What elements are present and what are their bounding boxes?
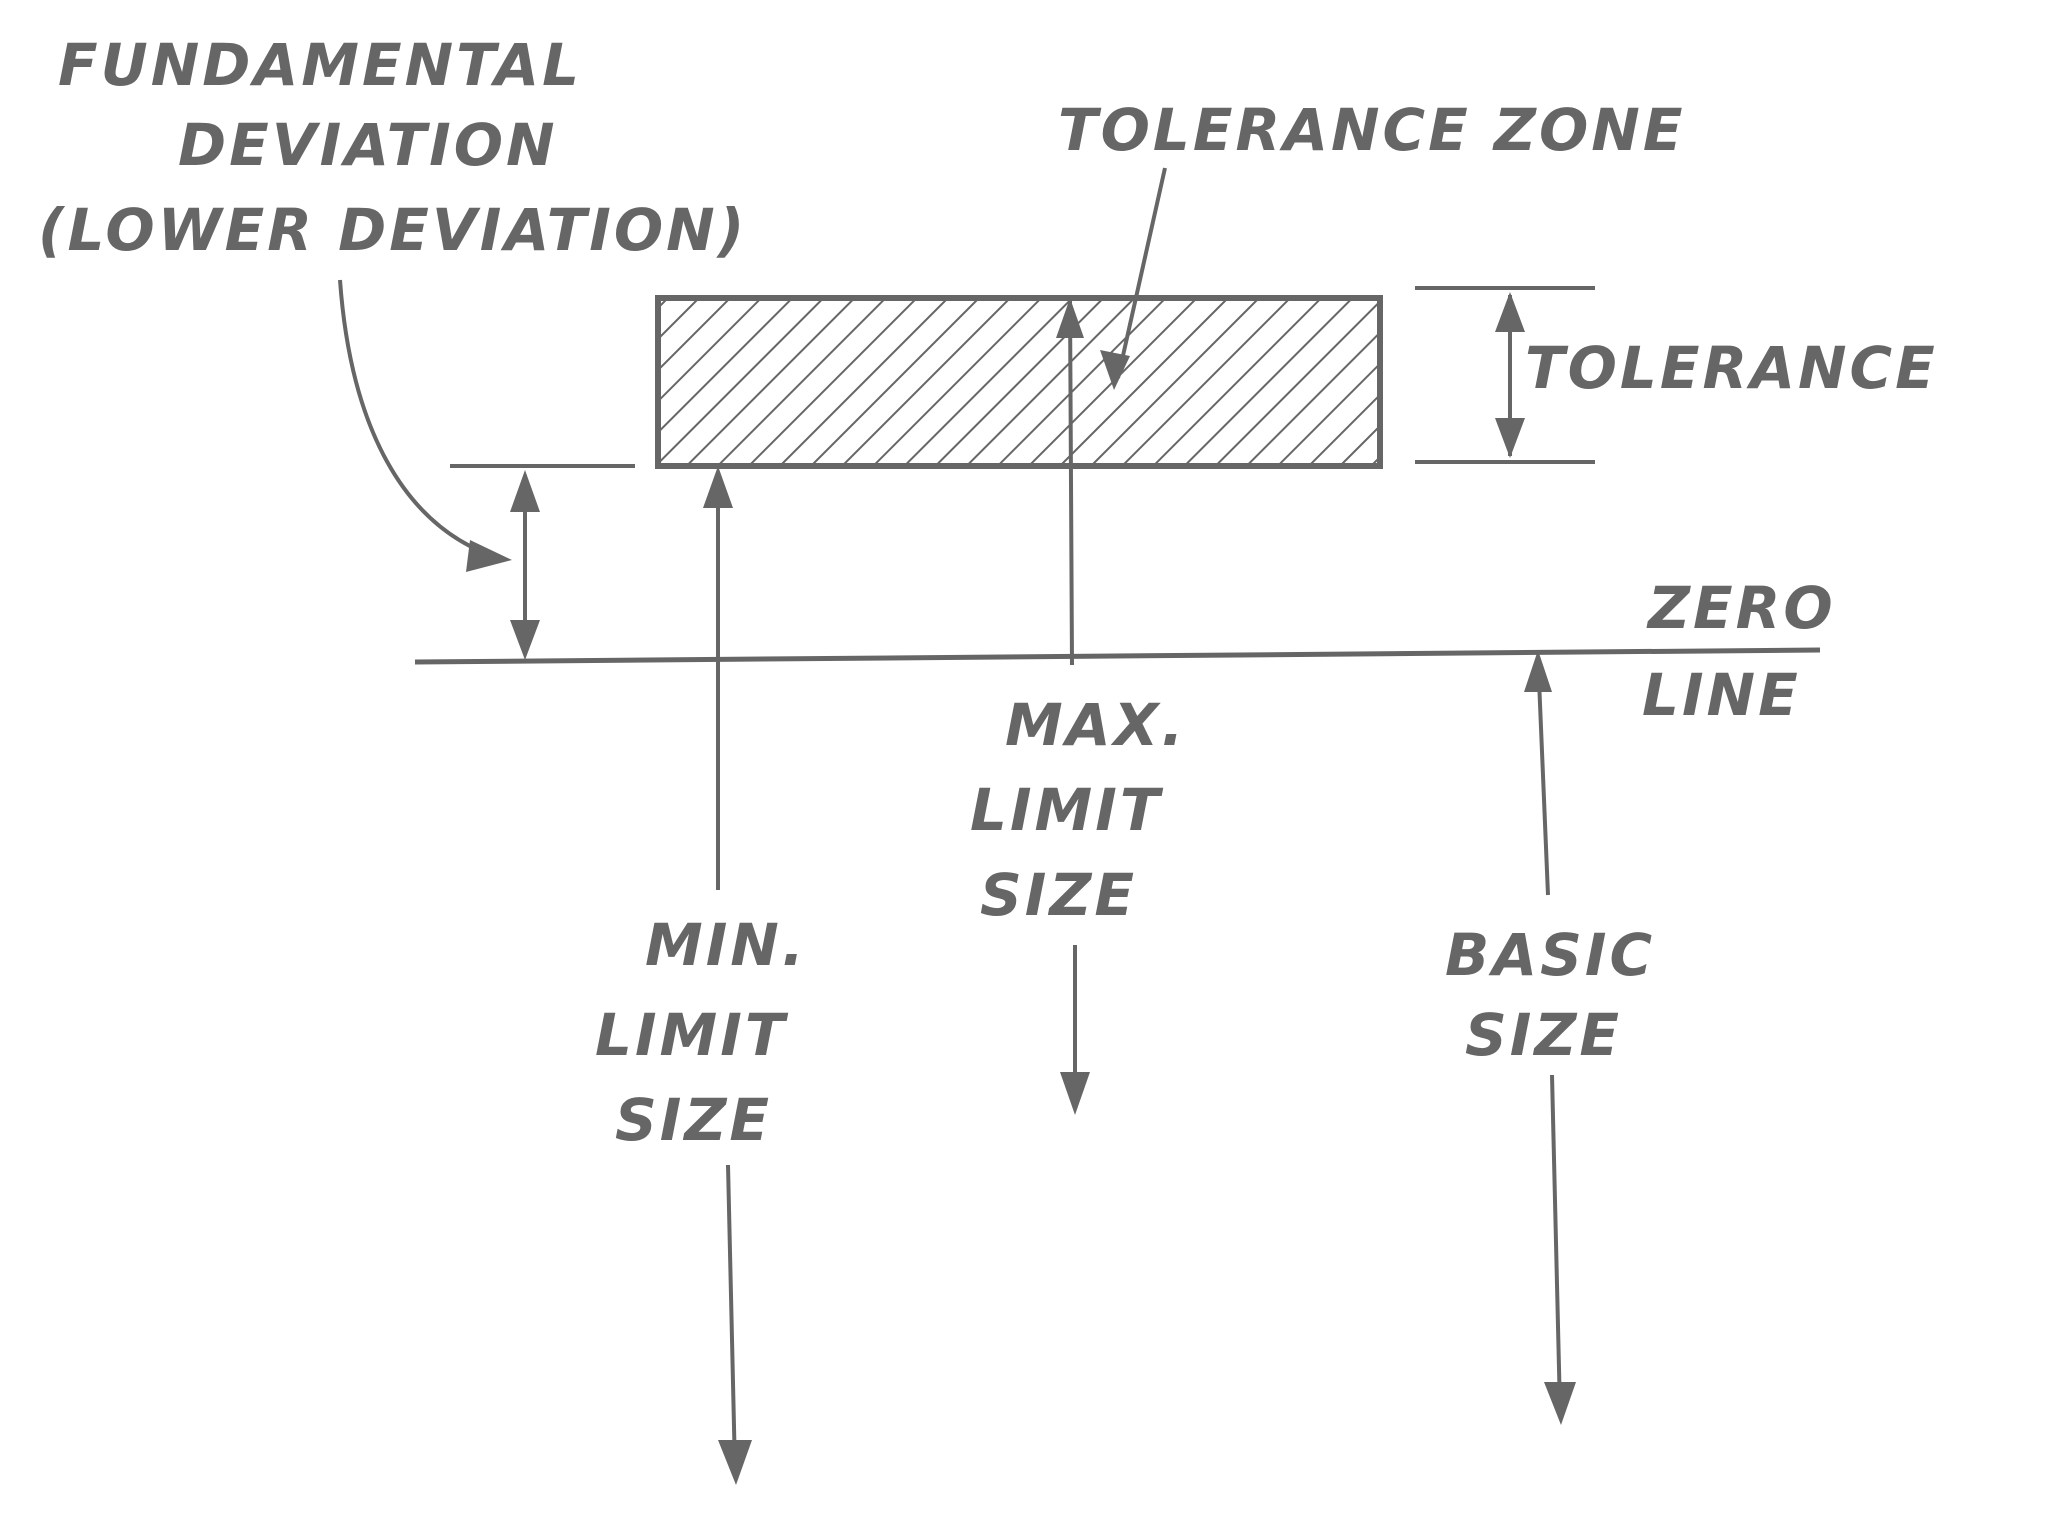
fd-label-line-2: DEVIATION bbox=[178, 111, 558, 179]
tolerance-zone-leader bbox=[1100, 167, 1167, 390]
basic-size-line-lower bbox=[1550, 1074, 1562, 1411]
basic-size-dimension bbox=[1524, 650, 1576, 1425]
basic-size-arrowhead-up bbox=[1524, 650, 1552, 692]
max-limit-size-label: MAX. LIMIT SIZE bbox=[970, 691, 1186, 929]
max-limit-label-1: MAX. bbox=[1005, 691, 1186, 759]
min-limit-label-3: SIZE bbox=[615, 1086, 772, 1154]
basic-size-arrowhead-down bbox=[1544, 1382, 1576, 1425]
fundamental-deviation-dimension bbox=[338, 279, 635, 660]
zero-line-label: ZERO LINE bbox=[1642, 574, 1836, 729]
max-limit-line-upper bbox=[1068, 299, 1074, 666]
max-limit-label-3: SIZE bbox=[980, 861, 1137, 929]
min-limit-line-lower bbox=[726, 1164, 737, 1471]
basic-size-label-1: BASIC bbox=[1445, 921, 1655, 989]
max-limit-arrowhead-down bbox=[1060, 1072, 1090, 1115]
basic-size-line-upper bbox=[1536, 655, 1550, 896]
fd-leader bbox=[338, 279, 506, 562]
max-limit-arrowhead-up bbox=[1056, 298, 1084, 338]
max-limit-label-2: LIMIT bbox=[970, 776, 1164, 844]
zero-line-label-1: ZERO bbox=[1646, 574, 1836, 642]
fd-label-line-3: (LOWER DEVIATION) bbox=[38, 196, 747, 264]
tz-leader-line bbox=[1116, 167, 1167, 379]
tolerance-zone-rect bbox=[655, 295, 1383, 469]
basic-size-label-2: SIZE bbox=[1465, 1001, 1622, 1069]
fd-arrowhead-up bbox=[510, 470, 540, 512]
min-limit-arrowhead-up bbox=[703, 466, 733, 508]
tolerance-zone-label: TOLERANCE ZONE bbox=[1058, 96, 1685, 164]
tol-arrowhead-down bbox=[1495, 418, 1525, 458]
min-limit-label-1: MIN. bbox=[645, 911, 807, 979]
fd-label-line-1: FUNDAMENTAL bbox=[58, 31, 582, 99]
max-limit-size-dimension bbox=[1056, 298, 1090, 1115]
min-limit-size-label: MIN. LIMIT SIZE bbox=[595, 911, 807, 1154]
min-limit-label-2: LIMIT bbox=[595, 1001, 789, 1069]
tolerance-zone bbox=[655, 295, 1383, 469]
tol-arrowhead-up bbox=[1495, 292, 1525, 332]
fd-leader-arrowhead bbox=[466, 540, 512, 572]
tz-leader-arrowhead bbox=[1100, 350, 1130, 390]
fundamental-deviation-label: FUNDAMENTAL DEVIATION (LOWER DEVIATION) bbox=[38, 31, 747, 264]
zero-line-label-2: LINE bbox=[1642, 661, 1801, 729]
min-limit-size-dimension bbox=[703, 466, 752, 1485]
tolerance-dimension bbox=[1415, 286, 1595, 464]
zero-line bbox=[414, 647, 1821, 665]
basic-size-label: BASIC SIZE bbox=[1445, 921, 1655, 1069]
min-limit-arrowhead-down bbox=[718, 1440, 752, 1485]
tolerance-label: TOLERANCE bbox=[1525, 334, 1938, 402]
fd-arrowhead-down bbox=[510, 620, 540, 660]
